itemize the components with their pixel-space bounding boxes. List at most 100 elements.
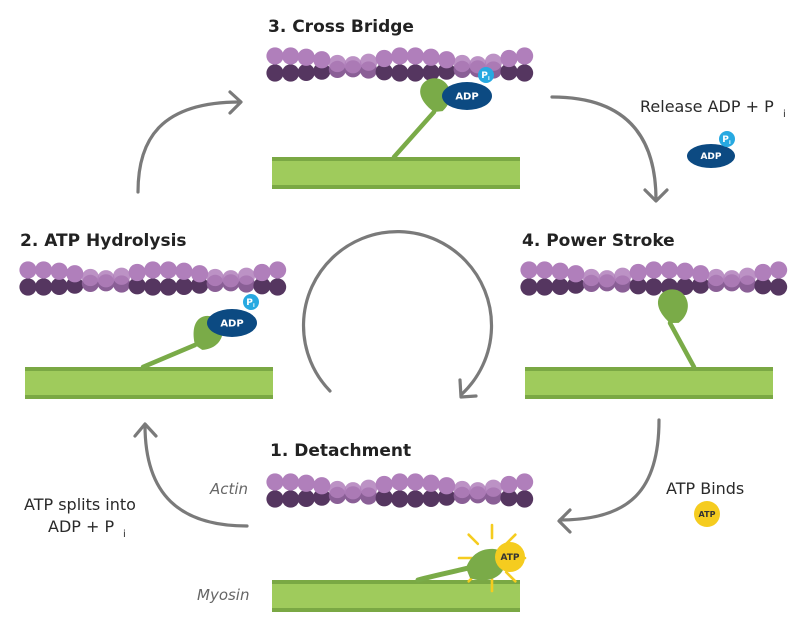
label-atp-splits: ATP splits into ADP + P i bbox=[24, 495, 136, 540]
atp-splits-line1: ATP splits into bbox=[24, 495, 136, 514]
actin-bead-light bbox=[391, 47, 409, 65]
actin-bead-light bbox=[484, 53, 502, 71]
phosphate-subscript: i bbox=[253, 303, 255, 309]
adp-label: ADP bbox=[700, 152, 721, 162]
actin-bead-light bbox=[516, 47, 534, 65]
actin-bead-dark bbox=[269, 278, 287, 296]
arrow-detachment-to-hydrolysis bbox=[143, 423, 249, 528]
actin-bead-light bbox=[645, 261, 663, 279]
cycle-arrows bbox=[133, 90, 669, 534]
atp-circle bbox=[495, 542, 525, 572]
atp-splits-subscript: i bbox=[123, 529, 126, 540]
actin-bead-light bbox=[484, 479, 502, 497]
myosin-bar bbox=[525, 367, 773, 399]
actin-bead-light bbox=[582, 268, 601, 287]
myosin-bar bbox=[272, 580, 520, 612]
actin-bead-light bbox=[516, 473, 534, 491]
actin-bead-dark bbox=[35, 278, 53, 296]
atp-molecule: ATP bbox=[694, 501, 720, 527]
actin-bead-light bbox=[222, 270, 240, 288]
actin-bead-dark bbox=[516, 490, 534, 508]
actin-bead-light bbox=[406, 473, 424, 491]
phosphate-circle bbox=[478, 67, 494, 83]
actin-bead-dark bbox=[297, 63, 315, 81]
actin-bead-light bbox=[520, 261, 538, 279]
actin-bead-dark bbox=[516, 64, 534, 82]
actin-bead-dark bbox=[645, 278, 663, 296]
actin-bead-light bbox=[297, 474, 315, 492]
actin-bead-dark bbox=[770, 278, 788, 296]
myosin-bar bbox=[272, 157, 520, 189]
actin-bead-dark bbox=[391, 64, 409, 82]
myosin-bar-top-edge bbox=[525, 367, 773, 371]
adp-ellipse bbox=[207, 309, 257, 337]
stage-title-atp-hydrolysis: 2. ATP Hydrolysis bbox=[20, 231, 187, 251]
myosin-filament bbox=[272, 580, 520, 612]
myosin-filament bbox=[272, 157, 520, 189]
adp-molecule: ADP bbox=[207, 309, 257, 337]
actin-bead-light bbox=[375, 475, 393, 494]
actin-bead-light bbox=[50, 262, 68, 280]
actin-bead-dark bbox=[629, 277, 647, 295]
actin-bead-light bbox=[81, 268, 99, 287]
actin-bead-dark bbox=[422, 63, 440, 81]
adp-molecule: ADP bbox=[442, 82, 492, 110]
myosin-neck bbox=[667, 320, 697, 370]
release-label-subscript: i bbox=[783, 109, 786, 120]
actin-bead-dark bbox=[676, 277, 694, 295]
actin-bead-light bbox=[282, 47, 300, 65]
phosphate-subscript: i bbox=[729, 140, 731, 146]
actin-bead-light bbox=[206, 268, 224, 287]
actin-bead-dark bbox=[422, 489, 440, 507]
actin-bead-light bbox=[629, 263, 647, 282]
actin-bead-dark bbox=[19, 278, 37, 296]
actin-bead-light bbox=[500, 49, 518, 68]
center-cycle-arrow bbox=[301, 230, 494, 396]
phosphate-circle bbox=[243, 294, 259, 310]
actin-bead-dark bbox=[520, 278, 538, 296]
myosin-head-globule bbox=[657, 289, 688, 323]
arrow-hydrolysis-to-crossbridge bbox=[136, 100, 242, 194]
actin-bead-light bbox=[191, 265, 209, 283]
actin-bead-dark bbox=[406, 64, 424, 82]
actin-bead-dark bbox=[128, 277, 146, 295]
actin-bead-light bbox=[391, 473, 409, 491]
adp-molecule: ADP bbox=[687, 144, 735, 168]
label-release-adp-pi: Release ADP + P i bbox=[640, 97, 786, 120]
myosin-bar bbox=[25, 367, 273, 399]
actin-bead-light bbox=[438, 51, 456, 69]
adp-label: ADP bbox=[220, 319, 243, 330]
actin-bead-light bbox=[598, 270, 616, 288]
atp-molecule: ATP bbox=[495, 542, 525, 572]
phosphate-subscript: i bbox=[488, 76, 490, 82]
actin-bead-dark bbox=[144, 278, 162, 296]
actin-filament bbox=[266, 473, 534, 508]
actin-filament bbox=[520, 261, 788, 296]
myosin-bar-top-edge bbox=[25, 367, 273, 371]
actin-bead-light bbox=[253, 263, 271, 282]
actin-bead-light bbox=[237, 267, 255, 285]
actin-bead-light bbox=[453, 54, 471, 73]
actin-bead-light bbox=[422, 48, 440, 66]
atp-binds-label-text: ATP Binds bbox=[666, 479, 744, 498]
actin-bead-dark bbox=[266, 490, 284, 508]
actin-bead-light bbox=[676, 262, 694, 280]
actin-bead-dark bbox=[406, 490, 424, 508]
actin-bead-light bbox=[469, 482, 487, 500]
actin-filament bbox=[19, 261, 287, 296]
actin-bead-dark bbox=[282, 64, 300, 82]
phosphate-label: P bbox=[246, 298, 253, 308]
adp-ellipse bbox=[687, 144, 735, 168]
phosphate-circle bbox=[719, 131, 735, 147]
myosin-head bbox=[415, 548, 506, 583]
actin-bead-light bbox=[707, 268, 725, 287]
actin-bead-light bbox=[375, 49, 393, 68]
arrowhead-powerstroke-to-detachment bbox=[557, 508, 572, 534]
actin-bead-light bbox=[175, 262, 193, 280]
myosin-head bbox=[391, 78, 451, 160]
actin-bead-light bbox=[692, 265, 710, 283]
